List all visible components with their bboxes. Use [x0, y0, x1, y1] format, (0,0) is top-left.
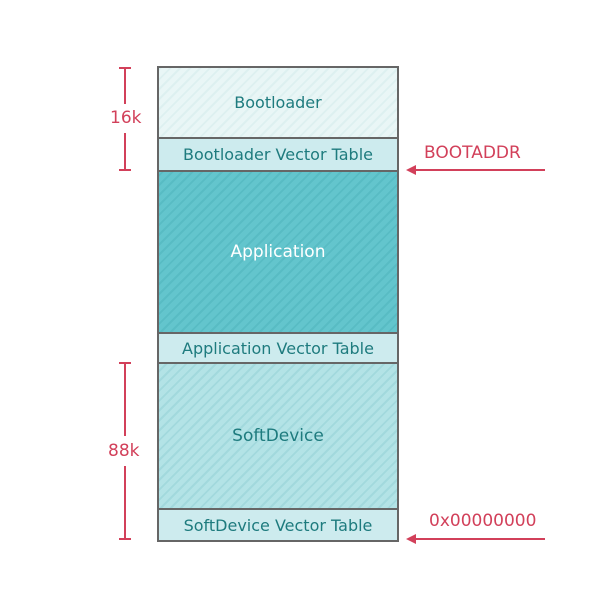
size-label-bootloader: 16k [110, 108, 142, 128]
memory-map: Bootloader Bootloader Vector Table Appli… [157, 66, 399, 542]
label: Application [230, 242, 326, 262]
segment-bootloader: Bootloader [159, 68, 397, 139]
bracket-line [124, 67, 126, 104]
segment-application: Application [159, 172, 397, 334]
pointer-label-base: 0x00000000 [429, 511, 537, 531]
arrowhead-icon [406, 165, 416, 175]
pointer-label-bootaddr: BOOTADDR [424, 143, 521, 163]
arrow-base [414, 538, 545, 540]
size-label-softdevice: 88k [108, 441, 140, 461]
label: SoftDevice [232, 426, 324, 446]
bracket-tick [119, 169, 131, 171]
segment-softdevice-vector-table: SoftDevice Vector Table [159, 510, 397, 540]
segment-application-vector-table: Application Vector Table [159, 334, 397, 364]
bracket-line [124, 133, 126, 170]
bracket-line [124, 466, 126, 539]
label: Application Vector Table [182, 338, 374, 358]
segment-softdevice: SoftDevice [159, 364, 397, 510]
arrow-bootaddr [414, 169, 545, 171]
bracket-tick [119, 538, 131, 540]
label: SoftDevice Vector Table [183, 515, 373, 535]
arrowhead-icon [406, 534, 416, 544]
segment-bootloader-vector-table: Bootloader Vector Table [159, 139, 397, 172]
label: Bootloader Vector Table [183, 145, 373, 164]
label: Bootloader [234, 93, 322, 112]
bracket-line [124, 362, 126, 436]
